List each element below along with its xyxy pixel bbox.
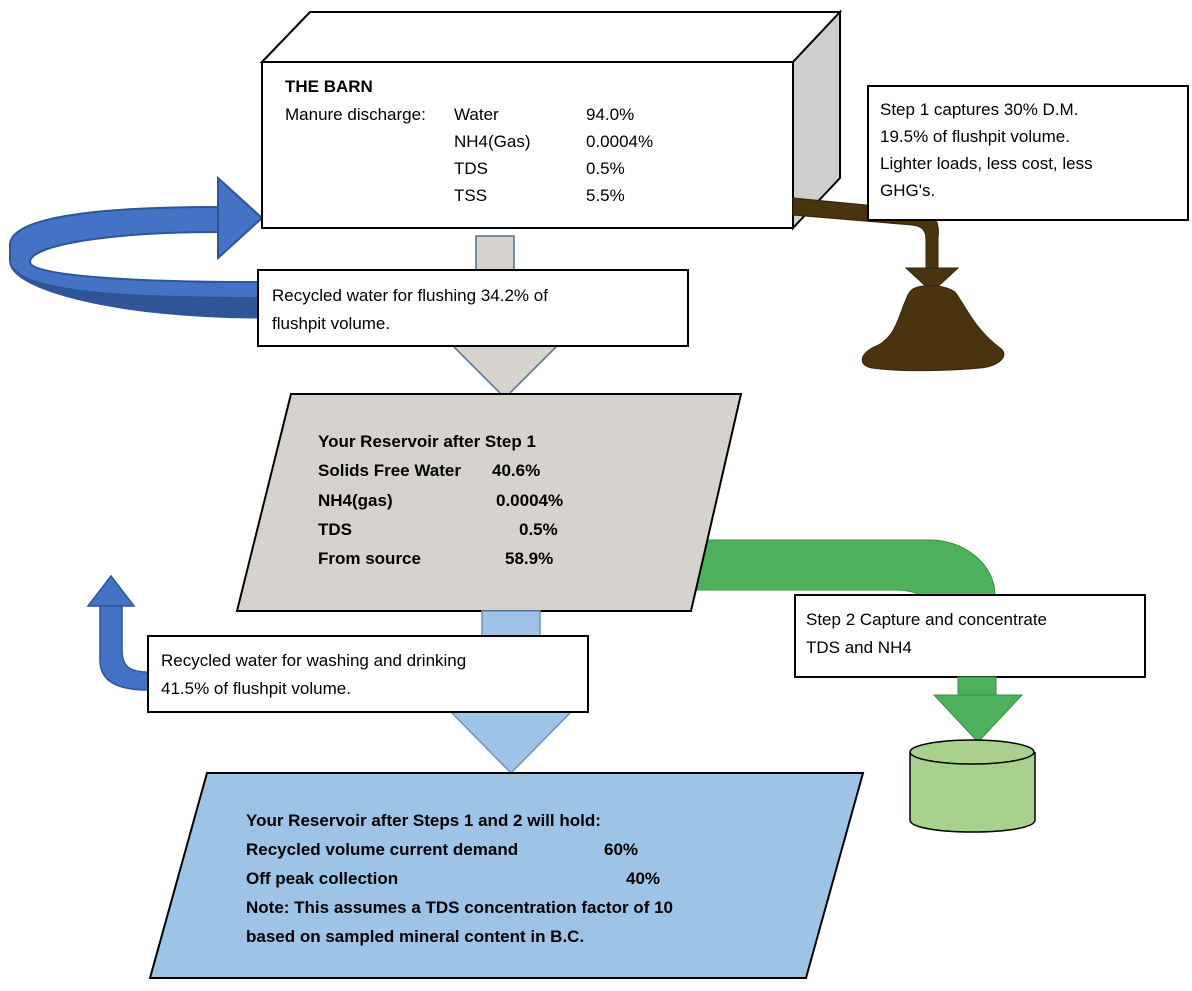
barn-box (259, 9, 843, 231)
step1-note-line: Step 1 captures 30% D.M. (880, 100, 1078, 119)
barn-row-value: 0.0004% (586, 132, 653, 151)
reservoir-step1-box (235, 393, 743, 612)
barn-discharge-label: Manure discharge: (285, 105, 426, 124)
barn-row-value: 94.0% (586, 105, 634, 124)
reservoir1-row-value: 58.9% (505, 549, 553, 568)
barn-title: THE BARN (285, 77, 373, 96)
solids-pile (861, 285, 1005, 372)
reservoir2-note-line: Note: This assumes a TDS concentration f… (246, 898, 673, 917)
step2-note-line: TDS and NH4 (806, 638, 912, 657)
reservoir1-row-value: 40.6% (492, 461, 540, 480)
step1-note-line: 19.5% of flushpit volume. (880, 127, 1070, 146)
reservoir2-title: Your Reservoir after Steps 1 and 2 will … (246, 811, 601, 830)
reservoir2-note-line: based on sampled mineral content in B.C. (246, 927, 584, 946)
step2-note-line: Step 2 Capture and concentrate (806, 610, 1047, 629)
reservoir2-row-name: Recycled volume current demand (246, 840, 518, 859)
reservoir-step2-box (148, 772, 865, 979)
flush-note-line: Recycled water for flushing 34.2% of (272, 286, 548, 305)
reservoir1-row-name: From source (318, 549, 421, 568)
reservoir1-row-name: TDS (318, 520, 352, 539)
barn-row-name: TDS (454, 159, 488, 178)
barn-row-value: 0.5% (586, 159, 625, 178)
barn-row-name: Water (454, 105, 499, 124)
reservoir1-row-name: Solids Free Water (318, 461, 461, 480)
barn-row-name: NH4(Gas) (454, 132, 531, 151)
reservoir1-row-value: 0.0004% (496, 491, 563, 510)
step1-note-line: Lighter loads, less cost, less (880, 154, 1093, 173)
wash-note-line: 41.5% of flushpit volume. (161, 679, 351, 698)
barn-row-name: TSS (454, 186, 487, 205)
barn-row-value: 5.5% (586, 186, 625, 205)
step1-note-line: GHG's. (880, 181, 935, 200)
reservoir2-row-value: 40% (626, 869, 660, 888)
reservoir2-row-value: 60% (604, 840, 638, 859)
flush-note-line: flushpit volume. (272, 314, 390, 333)
flush-note-box (257, 269, 689, 347)
wash-note-line: Recycled water for washing and drinking (161, 651, 466, 670)
step1-note-box (867, 85, 1189, 221)
concentrate-tank (909, 739, 1036, 833)
reservoir1-row-value: 0.5% (519, 520, 558, 539)
concentrate-arrow (932, 676, 1024, 743)
reservoir2-row-name: Off peak collection (246, 869, 398, 888)
step2-note-box (794, 594, 1146, 678)
step2-transfer-arrow (689, 539, 996, 603)
reservoir1-title: Your Reservoir after Step 1 (318, 432, 536, 451)
reservoir1-row-name: NH4(gas) (318, 491, 393, 510)
wash-recycle-arrow (86, 574, 149, 691)
wash-note-box (147, 635, 589, 713)
flush-recycle-arrow (9, 175, 264, 319)
